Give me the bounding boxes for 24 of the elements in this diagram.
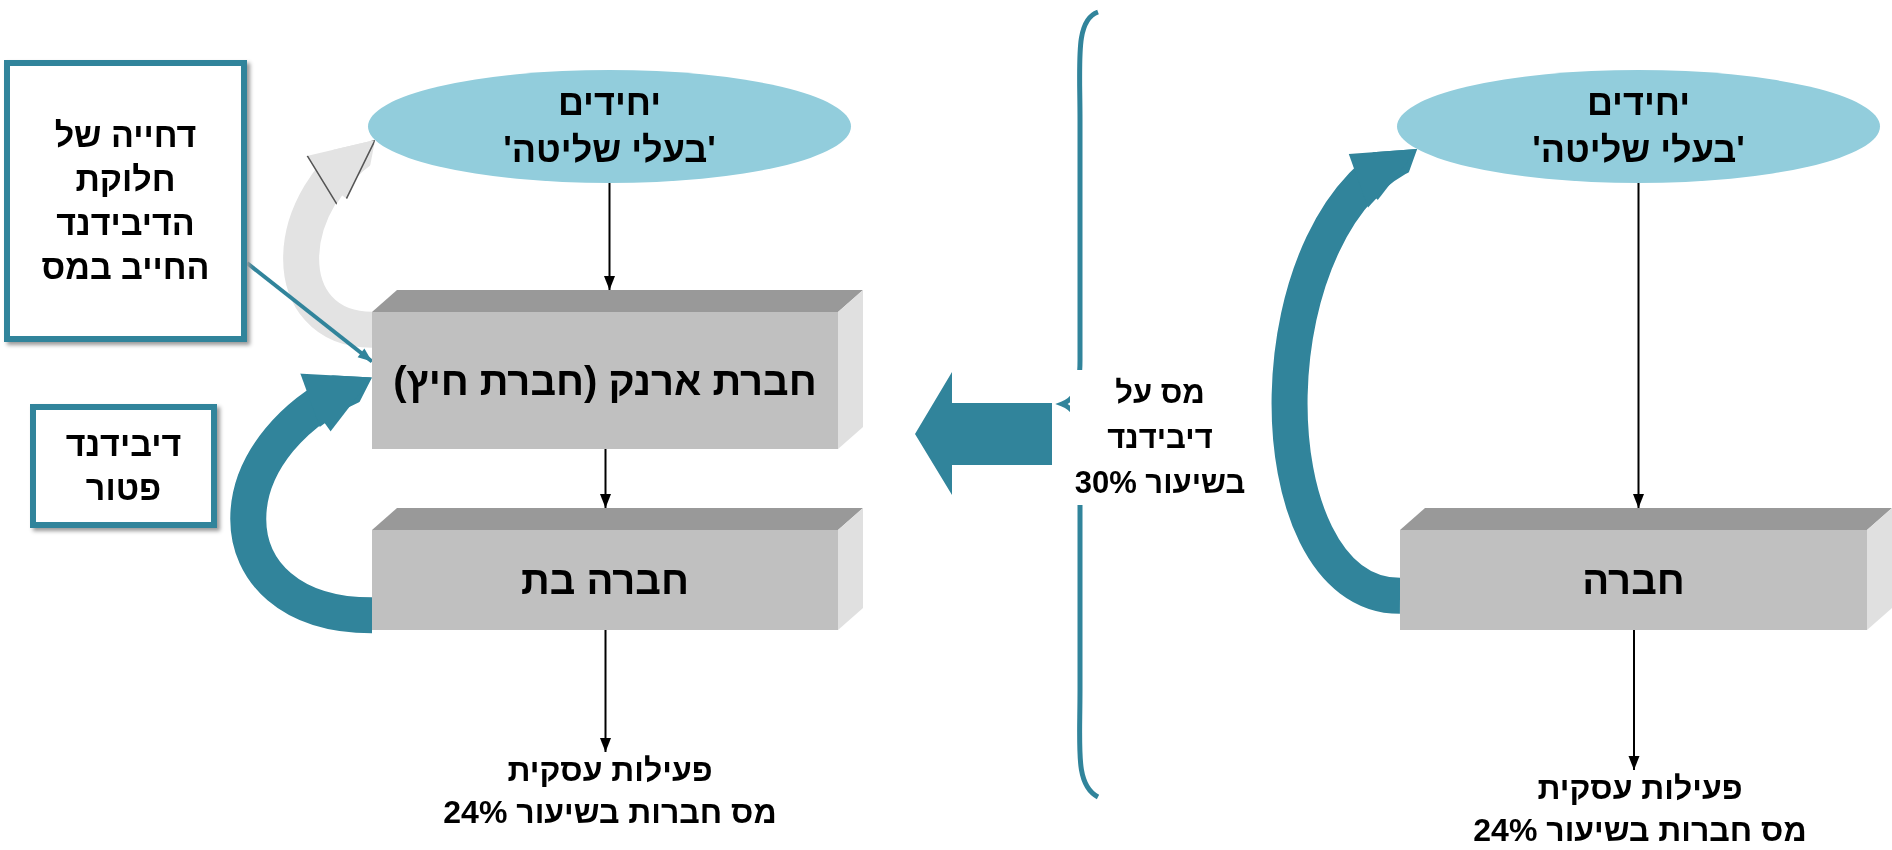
tax-rate-text: מס חברות בשיעור 24% [1473,811,1807,850]
callout-box [30,404,217,528]
node-title: דיבידנד פטור [64,423,183,509]
arrow [604,182,615,291]
node-title: חברה [1582,557,1685,604]
activity-text: פעילות עסקית [1537,769,1743,809]
node-title: חברה בת [521,557,689,604]
arrow [600,448,611,509]
node-subtitle: 'בעלי שליטה' [1532,127,1745,172]
arrow [1633,182,1644,509]
arrow [600,629,611,753]
node-title: חברת ארנק (חברת חיץ) [393,357,817,405]
node-title: יחידים [1586,80,1691,125]
company-box [372,508,863,630]
callout-box [4,60,247,342]
node-subtitle: 'בעלי שליטה' [503,127,716,172]
tax-rate-text: מס חברות בשיעור 24% [443,793,777,832]
company-box [372,290,863,449]
node-title: יחידים [557,80,662,125]
company-box [1400,508,1892,630]
arrow [1628,629,1640,771]
node-title: דחייה של חלוקת הדיבידנד החייב במס [40,114,211,289]
activity-text: פעילות עסקית [507,751,713,791]
curved-arrow [283,140,376,348]
